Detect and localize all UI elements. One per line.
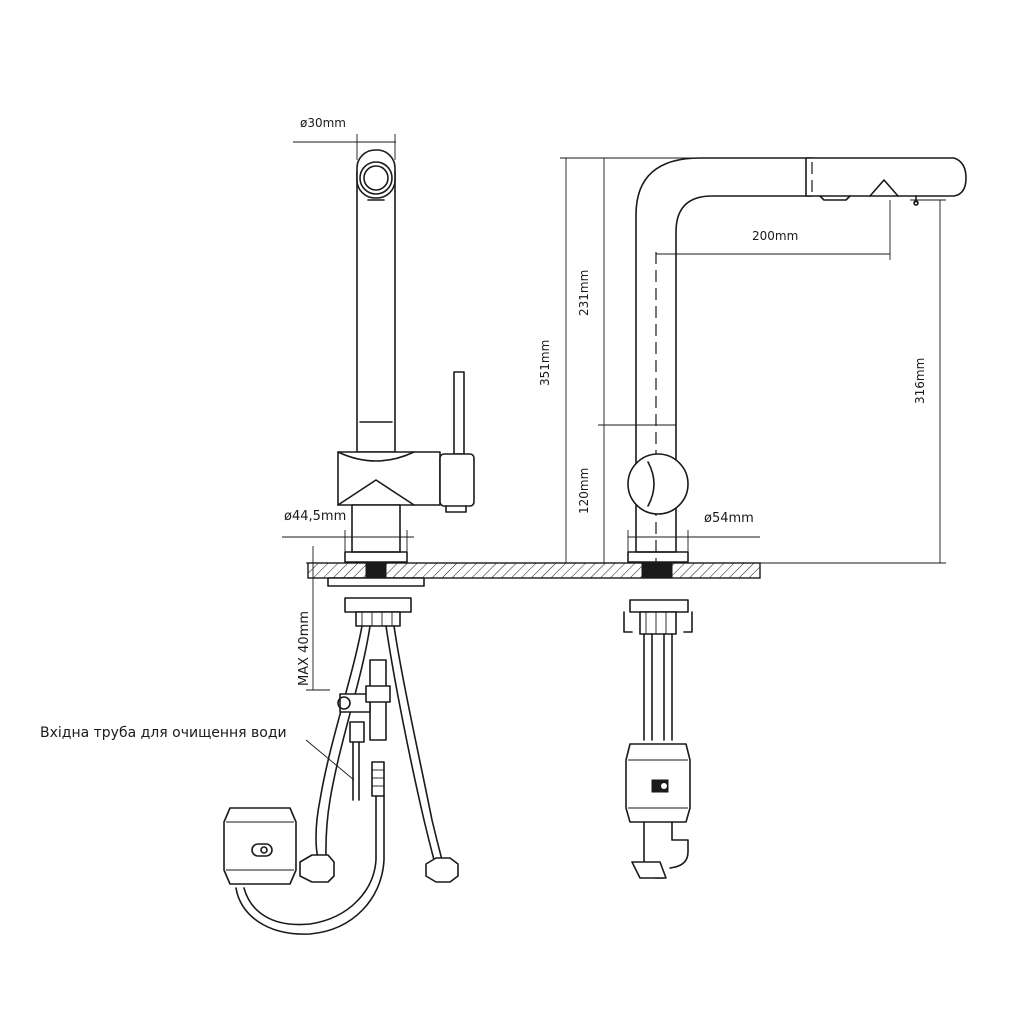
spout-height-label: 231mm xyxy=(577,270,591,316)
front-view-faucet xyxy=(223,149,475,935)
base-diameter-side-label: ø54mm xyxy=(704,511,754,526)
side-view-faucet xyxy=(623,157,967,879)
outlet-height-label: 316mm xyxy=(913,358,927,404)
reach-label: 200mm xyxy=(752,229,798,243)
base-height-label: 120mm xyxy=(577,468,591,514)
front-view-dimensions xyxy=(282,134,414,781)
side-view-dimensions xyxy=(560,157,946,564)
base-diameter-front-label: ø44,5mm xyxy=(284,509,346,524)
filter-inlet-pipe-label: Вхідна труба для очищення води xyxy=(40,725,287,741)
max-thickness-label: MAX 40mm xyxy=(297,611,312,686)
total-height-label: 351mm xyxy=(538,340,552,386)
lever-diameter-label: ø30mm xyxy=(300,116,346,130)
